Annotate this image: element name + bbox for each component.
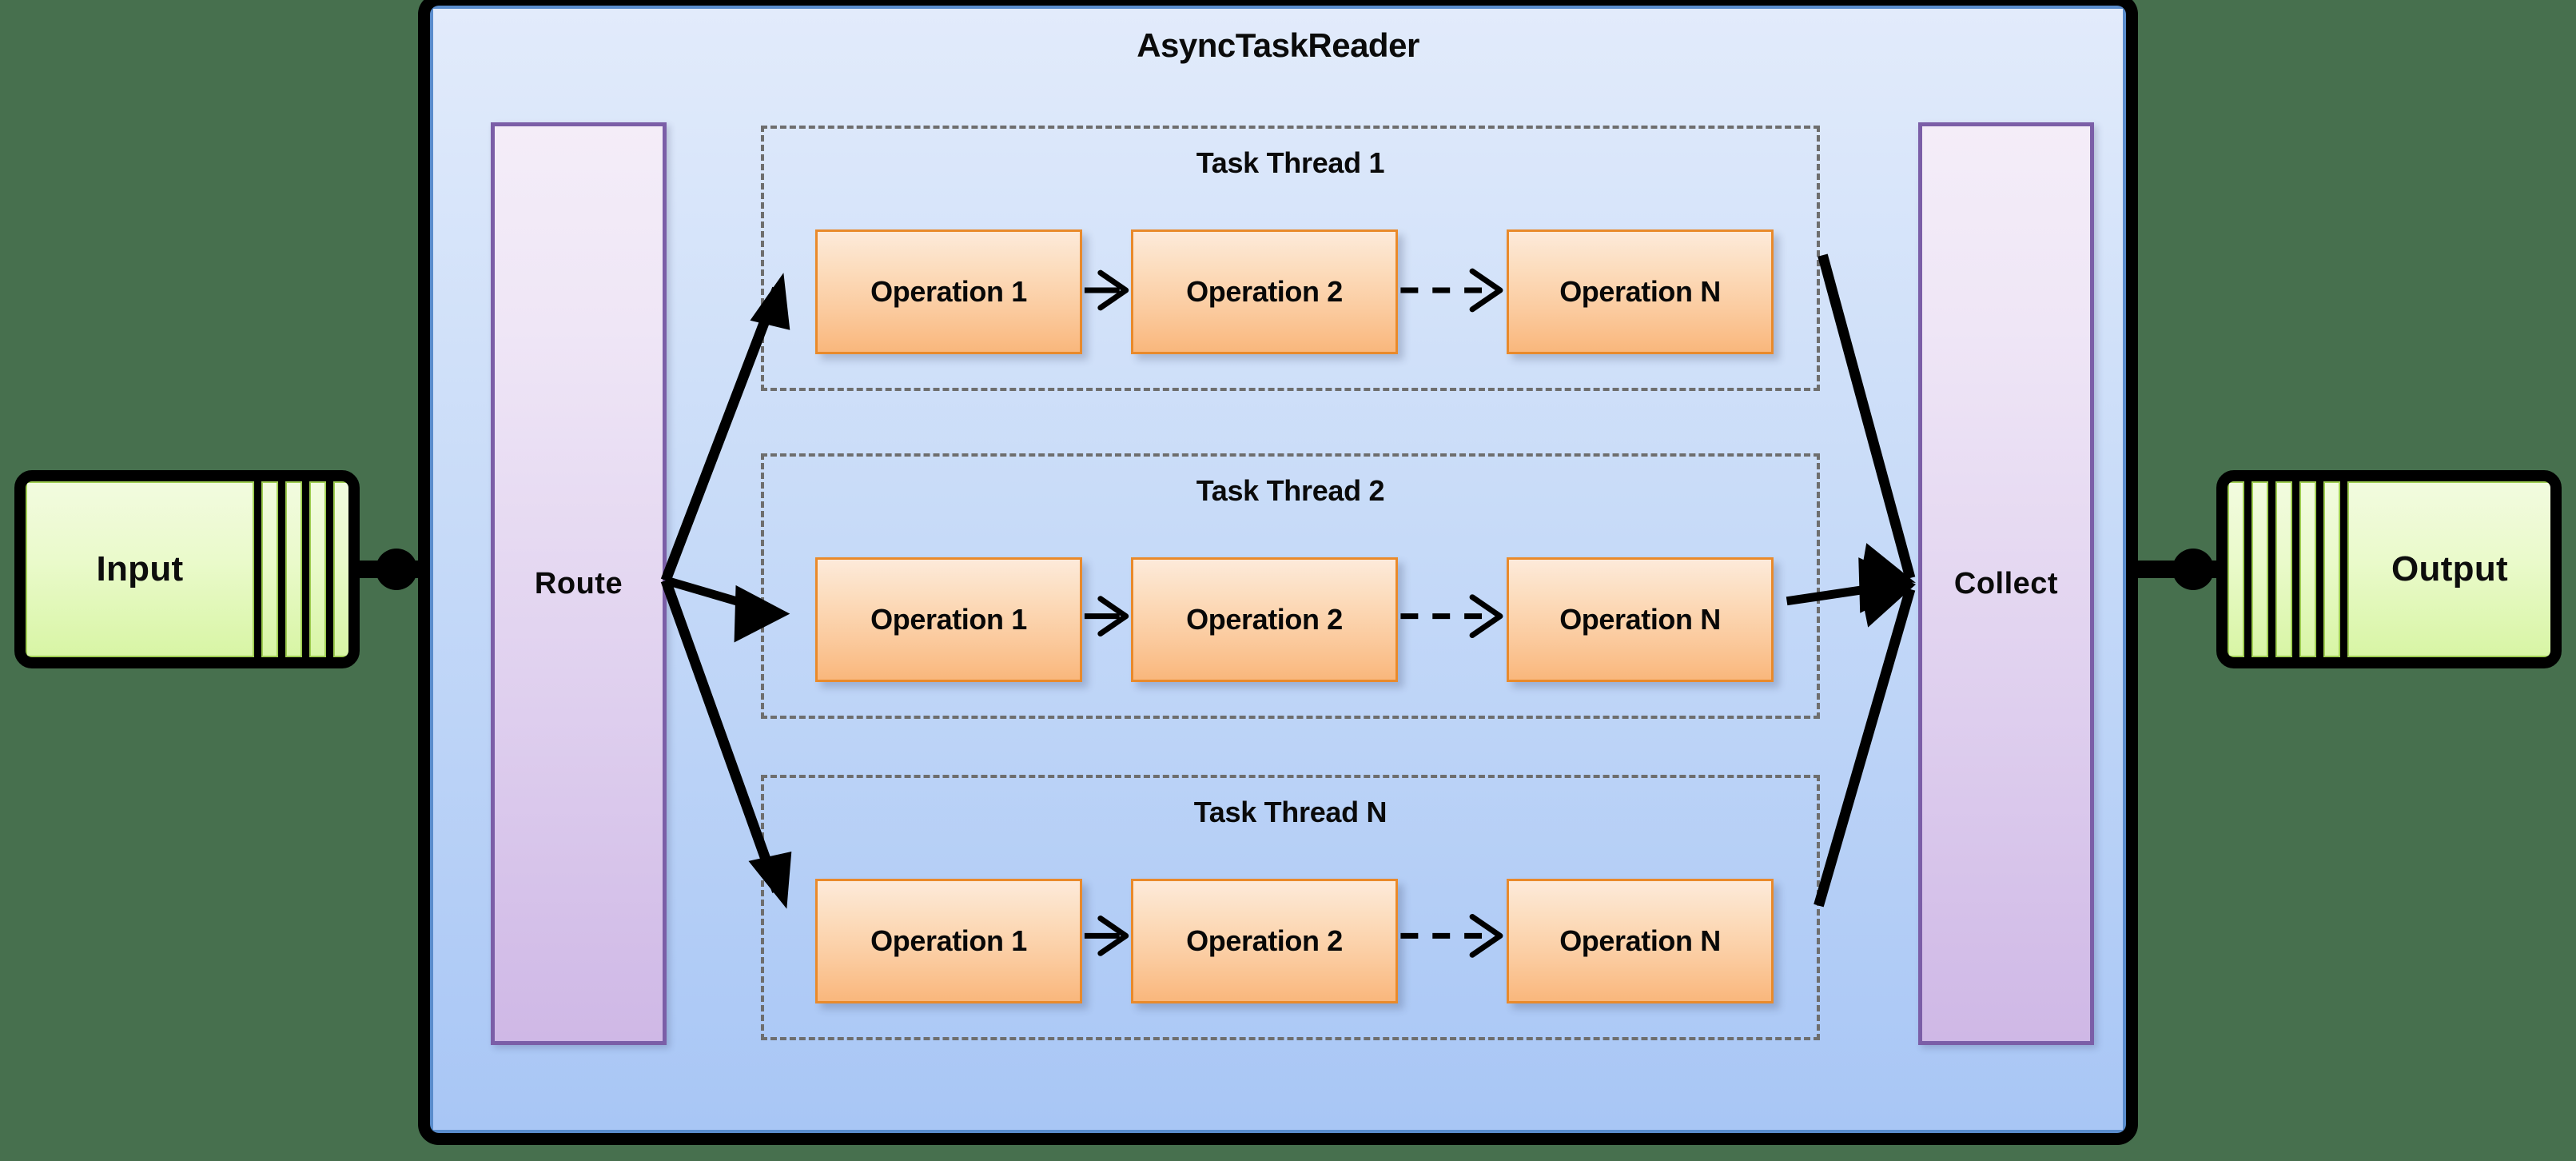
container-title: AsyncTaskReader (1137, 26, 1419, 64)
thread-n-operation-n[interactable]: Operation N (1507, 879, 1774, 1003)
thread-2-operation-1[interactable]: Operation 1 (815, 557, 1082, 682)
thread-n-operation-n-label: Operation N (1559, 924, 1721, 957)
collect-arrow-from-thread-n (1814, 584, 1916, 908)
thread-2-operation-n[interactable]: Operation N (1507, 557, 1774, 682)
input-stripe-2 (285, 481, 302, 657)
thread-title-2: Task Thread 2 (1196, 474, 1385, 507)
output-stripe-1 (2228, 481, 2244, 657)
input-stripe-1 (261, 481, 278, 657)
thread-1-operation-n-label: Operation N (1559, 275, 1721, 308)
input-stripe-4 (333, 481, 348, 657)
thread-title-n: Task Thread N (1193, 796, 1388, 828)
collect-node[interactable]: Collect (1918, 122, 2094, 1045)
input-face: Input (26, 481, 254, 657)
input-label: Input (96, 549, 184, 588)
input-connector-ball (376, 549, 417, 590)
collect-arrow-from-thread-1 (1818, 253, 1916, 583)
route-label: Route (534, 566, 623, 600)
thread-2-operation-1-label: Operation 1 (870, 603, 1027, 636)
input-stripe-3 (309, 481, 326, 657)
thread-n-operation-1[interactable]: Operation 1 (815, 879, 1082, 1003)
asynctaskreader-container: AsyncTaskReader Route Collect Task Threa… (418, 0, 2138, 1145)
thread-2-operation-n-label: Operation N (1559, 603, 1721, 636)
output-node[interactable]: Output (2216, 470, 2562, 668)
input-node[interactable]: Input (14, 470, 360, 668)
container-inner-panel: AsyncTaskReader Route Collect Task Threa… (430, 6, 2126, 1133)
output-stripe-5 (2323, 481, 2340, 657)
output-stripe-2 (2252, 481, 2268, 657)
thread-1-operation-2-label: Operation 2 (1186, 275, 1343, 308)
output-face: Output (2347, 481, 2550, 657)
route-node[interactable]: Route (491, 122, 667, 1045)
thread-title-1: Task Thread 1 (1196, 146, 1385, 179)
thread-1-operation-2[interactable]: Operation 2 (1131, 229, 1398, 354)
thread-1-operation-1[interactable]: Operation 1 (815, 229, 1082, 354)
output-stripe-4 (2299, 481, 2316, 657)
thread-2-operation-2[interactable]: Operation 2 (1131, 557, 1398, 682)
thread-1-operation-n[interactable]: Operation N (1507, 229, 1774, 354)
thread-group-n: Task Thread N (761, 775, 1820, 1040)
output-label: Output (2391, 549, 2508, 588)
thread-n-operation-1-label: Operation 1 (870, 924, 1027, 957)
output-stripe-3 (2275, 481, 2292, 657)
thread-1-operation-1-label: Operation 1 (870, 275, 1027, 308)
thread-n-operation-2[interactable]: Operation 2 (1131, 879, 1398, 1003)
thread-2-operation-2-label: Operation 2 (1186, 603, 1343, 636)
collect-label: Collect (1953, 566, 2059, 600)
thread-n-operation-2-label: Operation 2 (1186, 924, 1343, 957)
output-connector-ball (2172, 549, 2214, 590)
